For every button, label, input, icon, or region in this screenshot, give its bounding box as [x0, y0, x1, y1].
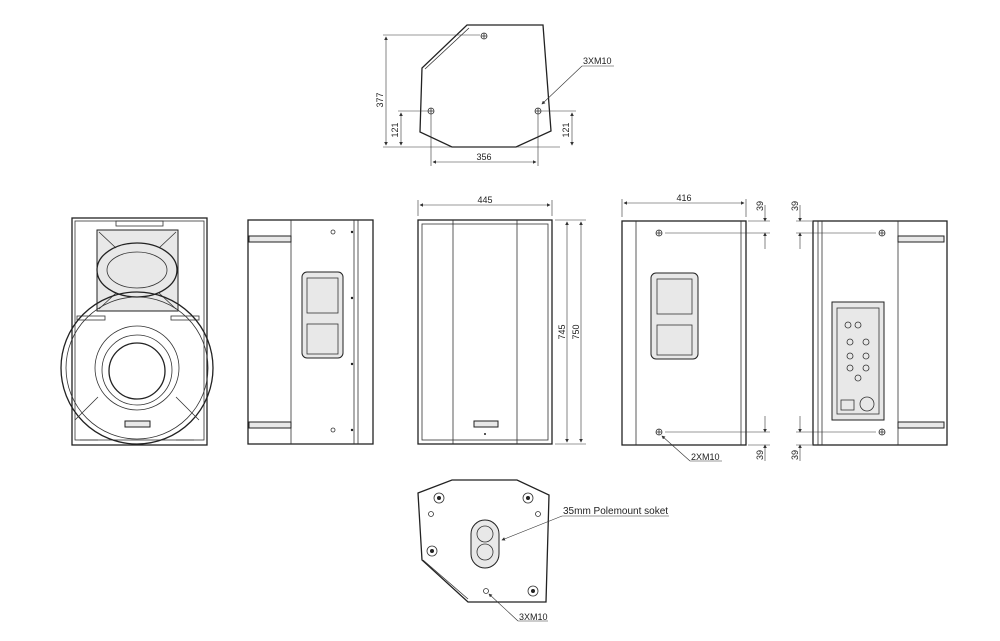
- dim-750: 750: [571, 324, 581, 339]
- top-view: 377 121 121 356 3XM10: [375, 24, 614, 166]
- dim-356: 356: [476, 152, 491, 162]
- foot-icon: [527, 585, 539, 597]
- foot-icon: [433, 492, 445, 504]
- grille-view: 445 745 750: [417, 195, 586, 445]
- dim-39-bottom: 39: [755, 450, 765, 460]
- dim-39-top: 39: [790, 201, 800, 211]
- side-view-left: [247, 219, 374, 445]
- polemount-socket: [470, 519, 500, 569]
- mount-hole-icon: [483, 588, 489, 594]
- mount-hole-icon: [878, 229, 886, 237]
- dim-377: 377: [375, 92, 385, 107]
- callout-3xm10-top: 3XM10: [583, 56, 612, 66]
- mount-hole-icon: [534, 107, 542, 115]
- dim-416: 416: [676, 193, 691, 203]
- dim-445: 445: [477, 195, 492, 205]
- side-view-right: 416 39 39 2XM10: [621, 193, 770, 462]
- dim-121-right: 121: [561, 122, 571, 137]
- bottom-view: 35mm Polemount soket 3XM10: [417, 479, 669, 622]
- dim-745: 745: [557, 324, 567, 339]
- foot-icon: [522, 492, 534, 504]
- amp-panel-side-view: 39 39: [790, 201, 948, 461]
- mount-hole-icon: [427, 107, 435, 115]
- callout-3xm10-bottom: 3XM10: [519, 612, 548, 622]
- dim-39-bottom: 39: [790, 450, 800, 460]
- dim-121-left: 121: [390, 122, 400, 137]
- mount-hole-icon: [655, 428, 663, 436]
- brand-logo: [124, 420, 151, 428]
- callout-2xm10: 2XM10: [691, 452, 720, 462]
- brand-logo: [473, 420, 499, 428]
- mount-hole-icon: [480, 32, 488, 40]
- front-view: [60, 217, 214, 446]
- foot-icon: [426, 545, 438, 557]
- mount-hole-icon: [655, 229, 663, 237]
- mount-hole-icon: [878, 428, 886, 436]
- amp-panel: [831, 301, 885, 421]
- dim-39-top: 39: [755, 201, 765, 211]
- polemount-socket-label: 35mm Polemount soket: [563, 506, 668, 517]
